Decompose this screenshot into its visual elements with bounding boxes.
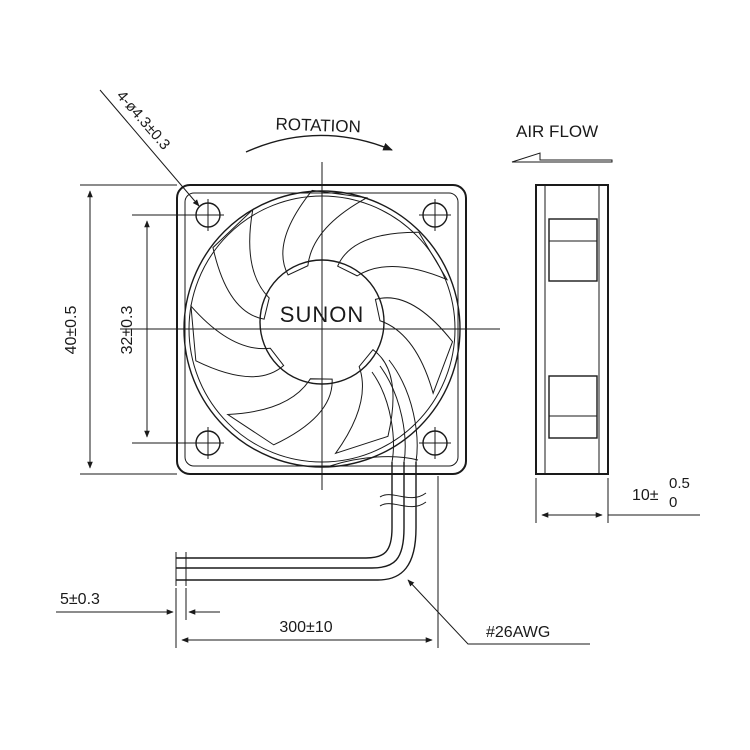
thickness-dimension: 10± 0.5 0 — [535, 475, 700, 523]
lead-length-dimension: 300±10 — [181, 476, 439, 648]
mounting-hole-bottom-left — [192, 427, 224, 459]
fan-blade — [337, 231, 449, 281]
mounting-hole-bottom-right — [419, 427, 451, 459]
wire-gauge-label: #26AWG — [486, 624, 550, 641]
airflow-label: AIR FLOW — [516, 122, 598, 141]
fan-blade — [374, 297, 454, 395]
outer-dimension: 40±0.5 — [63, 184, 177, 475]
strip-dim-label: 5±0.3 — [60, 591, 100, 608]
strip-dimension: 5±0.3 — [56, 588, 220, 648]
wire-gauge-leader: #26AWG — [407, 579, 590, 645]
fan-blade — [190, 304, 285, 378]
hole-dim-label: 4-ø4.3±0.3 — [113, 87, 173, 153]
thickness-dim-base: 10± — [632, 487, 659, 504]
lead-wires — [175, 462, 427, 586]
mounting-hole-top-right — [419, 199, 451, 231]
rotation-arrow — [245, 134, 393, 153]
side-view: AIR FLOW — [511, 122, 613, 475]
lead-length-dim-label: 300±10 — [279, 619, 332, 636]
rotation-label: ROTATION — [275, 115, 361, 137]
hole-pitch-dim-label: 32±0.3 — [119, 305, 136, 354]
hole-pitch-dimension: 32±0.3 — [119, 214, 196, 444]
hole-diameter-leader: 4-ø4.3±0.3 — [99, 87, 200, 207]
fan-blade — [282, 189, 369, 276]
thickness-dim-upper: 0.5 — [669, 475, 690, 492]
side-frame — [535, 184, 609, 475]
front-view: SUNON ROTATION — [120, 115, 500, 490]
side-slot-bottom — [548, 375, 598, 439]
fan-blade — [212, 208, 270, 320]
fan-blade — [334, 349, 394, 455]
airflow-arrow — [511, 152, 613, 163]
fan-blade — [226, 378, 333, 446]
wire-guide — [329, 359, 419, 467]
outer-dim-label: 40±0.5 — [63, 305, 80, 354]
fan-blades — [190, 189, 454, 455]
side-slot-top — [548, 218, 598, 282]
thickness-dim-lower: 0 — [669, 494, 677, 511]
